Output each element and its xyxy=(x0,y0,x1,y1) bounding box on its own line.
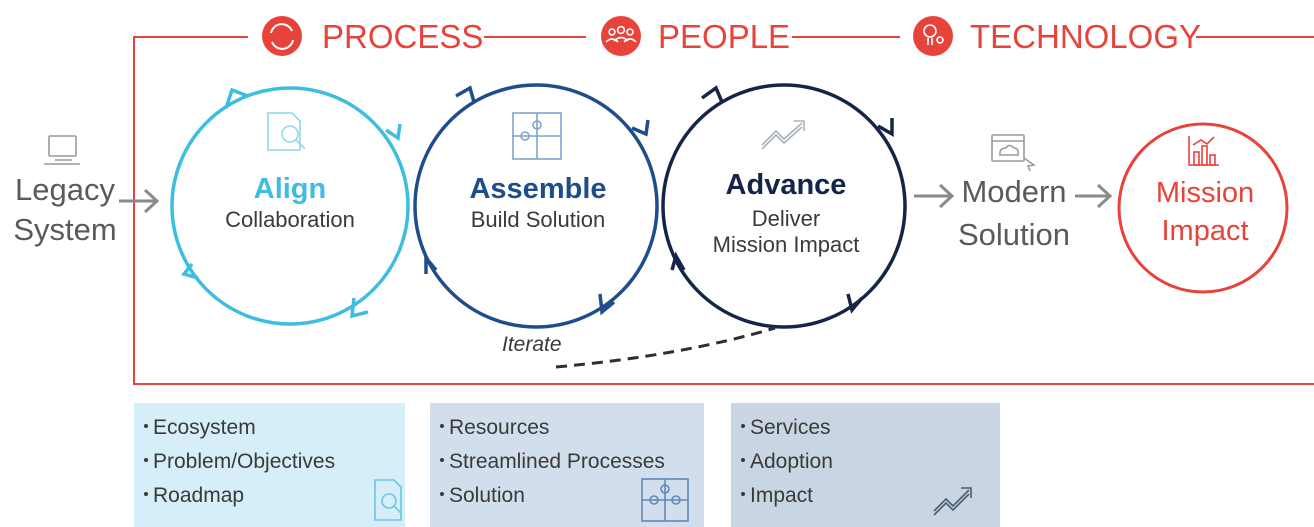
list-item: Ecosystem xyxy=(144,411,405,445)
iterate-label: Iterate xyxy=(502,333,562,356)
cloud-browser-icon xyxy=(991,134,1037,172)
mission-line1: Mission xyxy=(1156,177,1254,209)
people-icon xyxy=(601,16,641,56)
technology-icon xyxy=(913,16,953,56)
document-search-icon xyxy=(374,479,402,521)
list-item: Roadmap xyxy=(144,479,405,513)
advance-title: Advance xyxy=(726,169,847,201)
process-label: PROCESS xyxy=(322,18,483,55)
assemble-icon xyxy=(512,112,562,160)
modern-line2: Solution xyxy=(958,217,1070,252)
list-item: Solution xyxy=(440,479,704,513)
list-item: Streamlined Processes xyxy=(440,445,704,479)
assemble-cycle xyxy=(413,83,659,329)
mission-impact-circle xyxy=(1117,122,1289,294)
advance-cycle xyxy=(661,83,907,329)
legacy-line1: Legacy xyxy=(15,172,115,207)
arrow-advance-to-modern xyxy=(914,183,955,209)
assemble-subtitle: Build Solution xyxy=(471,207,606,232)
assemble-details-panel: Resources Streamlined Processes Solution xyxy=(430,403,704,527)
technology-label: TECHNOLOGY xyxy=(970,18,1201,55)
arrow-legacy-to-align xyxy=(119,188,160,214)
computer-icon xyxy=(44,135,80,165)
assemble-title: Assemble xyxy=(469,173,606,205)
arrow-modern-to-mission xyxy=(1075,183,1113,209)
align-title: Align xyxy=(254,173,327,205)
mission-line2: Impact xyxy=(1161,215,1248,247)
align-cycle xyxy=(170,86,410,326)
bar-chart-icon xyxy=(1188,136,1219,166)
advance-subtitle-line2: Mission Impact xyxy=(713,232,860,257)
process-diagram: PROCESS PEOPLE TECHNOLOGY Legacy System xyxy=(13,16,1314,385)
list-item: Problem/Objectives xyxy=(144,445,405,479)
legacy-line2: System xyxy=(13,212,116,247)
iterate-dashed-arrow xyxy=(555,326,776,369)
advance-details-panel: Services Adoption Impact xyxy=(731,403,1000,527)
list-item: Impact xyxy=(741,479,1000,513)
red-frame xyxy=(133,36,1314,385)
trend-arrow-icon xyxy=(933,487,972,516)
people-label: PEOPLE xyxy=(658,18,790,55)
list-item: Resources xyxy=(440,411,704,445)
advance-icon xyxy=(761,120,805,150)
advance-subtitle-line1: Deliver xyxy=(752,206,820,231)
puzzle-icon xyxy=(641,478,689,522)
list-item: Adoption xyxy=(741,445,1000,479)
modern-line1: Modern xyxy=(961,174,1066,209)
align-icon xyxy=(267,112,306,151)
align-subtitle: Collaboration xyxy=(225,207,355,232)
align-details-panel: Ecosystem Problem/Objectives Roadmap xyxy=(134,403,405,527)
process-icon xyxy=(262,16,302,56)
list-item: Services xyxy=(741,411,1000,445)
